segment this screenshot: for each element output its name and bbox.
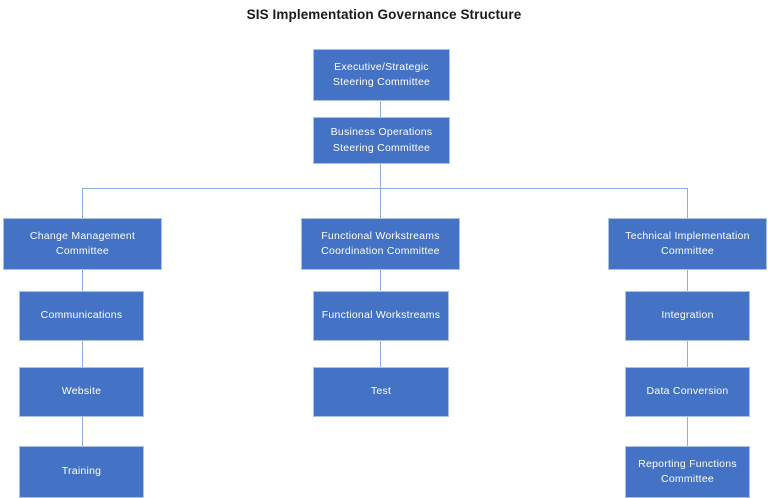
connector-business-stem	[380, 164, 381, 188]
node-label: Data Conversion	[646, 385, 729, 398]
node-test[interactable]: Test	[313, 367, 449, 417]
node-label: Training	[61, 465, 102, 478]
connector-executive-to-business	[380, 101, 381, 117]
connector-website-to-training	[82, 417, 83, 446]
node-label: Website	[61, 385, 102, 398]
node-communications[interactable]: Communications	[19, 291, 144, 341]
node-training[interactable]: Training	[19, 446, 144, 498]
connector-functional-coordination-to-workstreams	[380, 270, 381, 291]
connector-bar-to-change-management	[82, 188, 83, 218]
connector-workstreams-to-test	[380, 341, 381, 367]
node-data-conversion[interactable]: Data Conversion	[625, 367, 750, 417]
connector-data-conversion-to-reporting	[687, 417, 688, 446]
node-label: Integration	[661, 309, 714, 322]
node-label: Communications	[40, 309, 123, 322]
connector-distribution-bar	[82, 188, 688, 189]
connector-bar-to-technical-implementation	[687, 188, 688, 218]
node-functional-workstreams[interactable]: Functional Workstreams	[313, 291, 449, 341]
node-integration[interactable]: Integration	[625, 291, 750, 341]
node-label: Test	[370, 385, 392, 398]
connector-communications-to-website	[82, 341, 83, 367]
node-label: Functional Workstreams	[321, 309, 441, 322]
connector-change-management-to-communications	[82, 270, 83, 291]
connector-technical-implementation-to-integration	[687, 270, 688, 291]
connector-bar-to-functional-coordination	[380, 188, 381, 218]
connector-integration-to-data-conversion	[687, 341, 688, 367]
node-website[interactable]: Website	[19, 367, 144, 417]
page-title: SIS Implementation Governance Structure	[246, 7, 522, 22]
